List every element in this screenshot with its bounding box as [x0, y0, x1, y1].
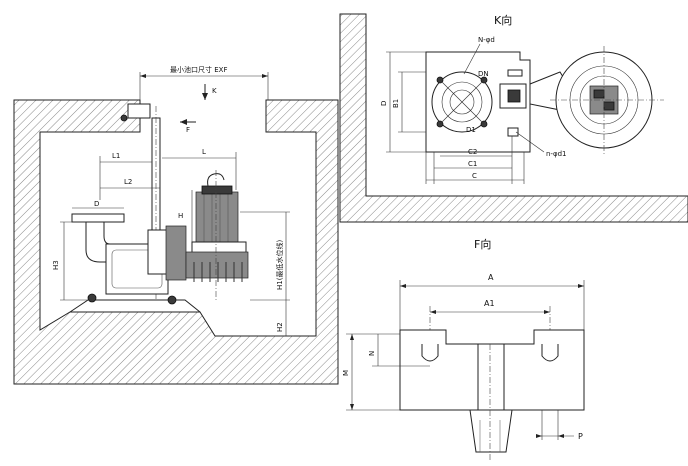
l2-label: L2: [124, 178, 132, 186]
anchor-bolt-right: [167, 295, 177, 305]
h3-label: H3: [52, 260, 60, 270]
k-c1-label: C1: [468, 160, 477, 168]
anchor-bolt-left: [87, 293, 97, 303]
l1-label: L1: [112, 152, 120, 160]
k-n-phi-d1-label: n-φd1: [546, 150, 566, 158]
pump-volute: [185, 251, 249, 279]
d-label: D: [94, 200, 99, 208]
pit-concrete: [13, 99, 339, 385]
h2-label: H2: [276, 322, 284, 332]
l-label: L: [202, 148, 206, 156]
discharge-flange: [71, 213, 125, 223]
k-d-label: D: [380, 101, 388, 106]
opening-size-label: 最小池口尺寸 EXF: [170, 65, 227, 74]
f-a-label: A: [488, 273, 494, 282]
k-c2-label: C2: [468, 148, 477, 156]
h1-label: H1(最低水位线): [275, 240, 284, 290]
pump-motor: [195, 191, 239, 243]
k-arrow-label: K: [212, 87, 217, 95]
pit-section-view: 最小池口尺寸 EXF K F L1 L2 L D: [13, 65, 339, 385]
k-d1-circle-label: D1: [466, 126, 476, 134]
f-n-label: N: [368, 351, 376, 356]
f-m-label: M: [342, 370, 350, 376]
k-pitch-circle: [441, 81, 483, 123]
f-slot-right: [541, 344, 559, 362]
lifting-handle: [207, 173, 225, 187]
f-view-title: F向: [474, 237, 491, 251]
auto-coupling: [165, 225, 187, 281]
h-label: H: [178, 212, 183, 220]
k-view-wall: [339, 13, 688, 223]
f-view: F向 A A1 N M: [342, 237, 585, 460]
pit-floor-step: [69, 299, 201, 313]
k-dn-label: DN: [478, 70, 489, 78]
k-b1-label: B1: [392, 99, 400, 108]
f-center-block: [477, 343, 505, 411]
f-arrow-label: F: [186, 126, 190, 134]
f-a1-label: A1: [484, 299, 495, 308]
f-rail-stub: [469, 409, 513, 453]
k-view-title: K向: [494, 13, 512, 27]
top-bracket: [127, 103, 151, 119]
motor-cap: [201, 185, 233, 195]
k-anchor-hole: [507, 127, 519, 137]
f-p-label: P: [578, 432, 583, 441]
f-slot-left: [421, 344, 439, 362]
k-view: K向 N-φd DN D1 D: [339, 13, 688, 223]
k-c-label: C: [472, 172, 477, 180]
k-n-phi-d-label: N-φd: [478, 36, 495, 44]
